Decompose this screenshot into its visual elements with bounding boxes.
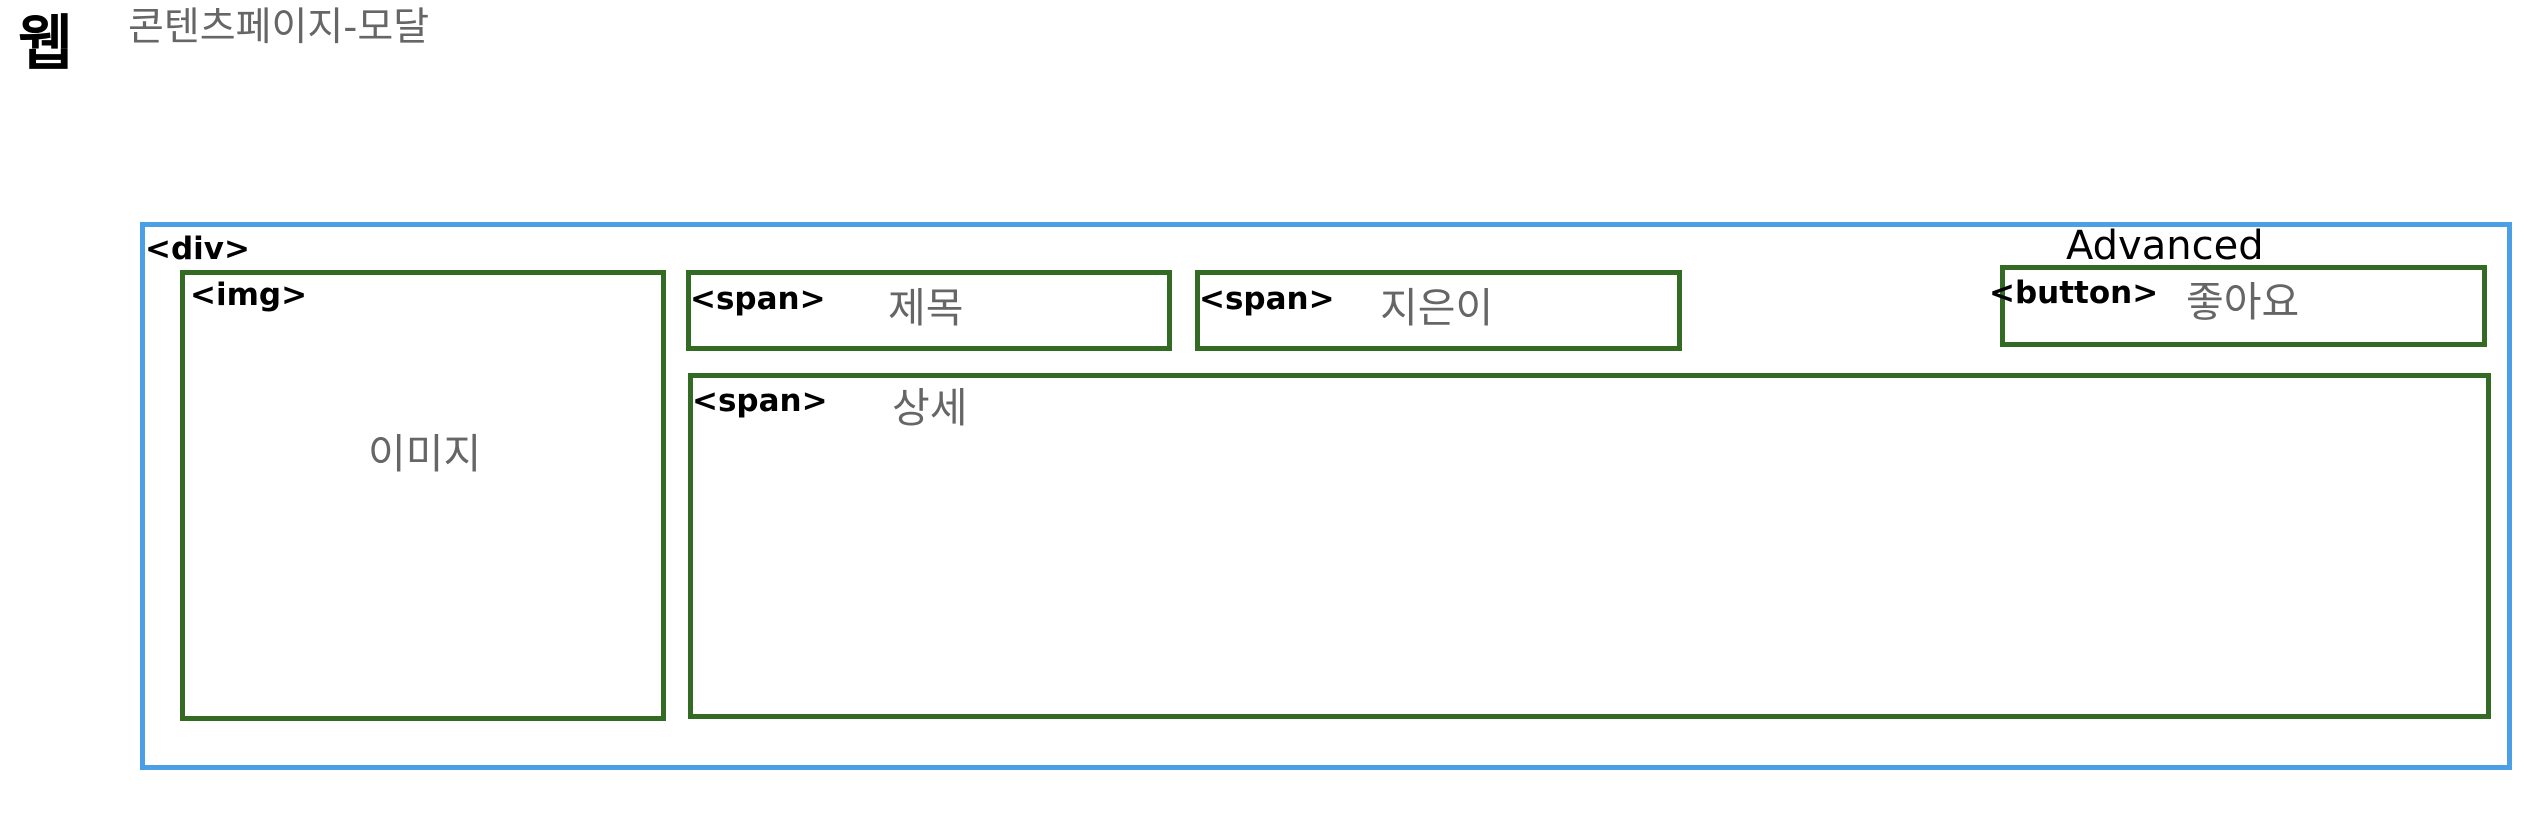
author-span-tag-label: <span> — [1199, 281, 1335, 317]
like-label: 좋아요 — [2186, 278, 2300, 326]
div-container-box — [140, 222, 2512, 770]
advanced-label: Advanced — [2066, 223, 2264, 269]
img-element-box — [180, 270, 666, 721]
image-placeholder-label: 이미지 — [368, 430, 482, 478]
page-title: 웹 — [18, 9, 74, 79]
title-span-tag-label: <span> — [690, 281, 826, 317]
author-span-box — [1195, 270, 1682, 351]
detail-label: 상세 — [892, 384, 968, 432]
button-tag-label: <button> — [1989, 275, 2159, 311]
title-label: 제목 — [888, 284, 964, 332]
author-label: 지은이 — [1380, 284, 1494, 332]
img-tag-label: <img> — [190, 277, 308, 313]
like-button-box — [2000, 265, 2487, 347]
page-subtitle: 콘텐츠페이지-모달 — [128, 5, 430, 50]
detail-span-box — [688, 373, 2491, 719]
title-span-box — [686, 270, 1172, 351]
detail-span-tag-label: <span> — [692, 383, 828, 419]
div-tag-label: <div> — [145, 231, 250, 267]
